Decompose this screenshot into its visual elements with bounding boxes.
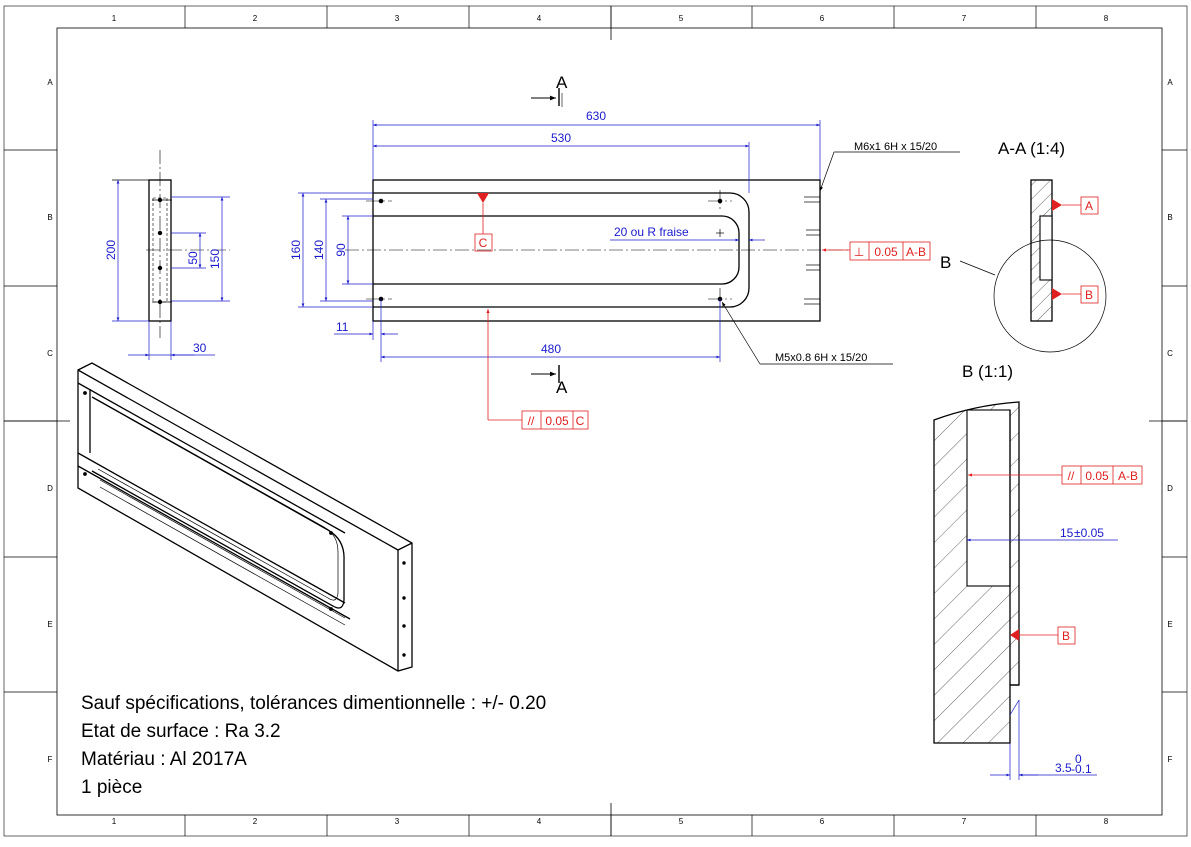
- zone-col-5-bottom: 5: [679, 817, 684, 826]
- zone-col-4: 4: [537, 14, 542, 23]
- zone-row-a: A: [47, 78, 53, 87]
- fcf-perpendicularity: ⊥ 0.05 A-B: [822, 241, 931, 261]
- dim-detail-3-5-lower: -0.1: [1071, 762, 1092, 776]
- zone-row-e-right: E: [1167, 620, 1172, 629]
- zone-col-2: 2: [253, 14, 258, 23]
- zone-row-b: B: [47, 213, 52, 222]
- side-view: 200 150 50 30: [104, 150, 230, 360]
- zone-row-f: F: [48, 755, 53, 764]
- zone-row-b-right: B: [1167, 213, 1172, 222]
- fcf-par-ab-value: 0.05: [1085, 469, 1109, 483]
- zone-row-e: E: [47, 620, 52, 629]
- dim-side-50: 50: [186, 251, 200, 265]
- isometric-view: [77, 362, 413, 672]
- fcf-par-ab-ref: A-B: [1118, 469, 1138, 483]
- fcf-perp-symbol: ⊥: [854, 245, 864, 259]
- zone-col-8: 8: [1104, 14, 1109, 23]
- zone-col-7-bottom: 7: [962, 817, 967, 826]
- zone-col-7: 7: [962, 14, 967, 23]
- detail-view-b: B (1:1) 15 ±0.05 3.5 0 -0.1 // 0.05 A-B: [933, 362, 1143, 780]
- dim-detail-15: 15: [1060, 526, 1074, 540]
- section-letter-bottom: A: [556, 378, 568, 397]
- dim-side-150: 150: [208, 249, 222, 269]
- detail-title: B (1:1): [962, 362, 1013, 381]
- section-view-aa: A-A (1:4) B A B: [940, 139, 1107, 353]
- datum-c: C: [479, 236, 488, 250]
- datum-b-detail: B: [1062, 629, 1070, 643]
- dim-11: 11: [336, 320, 349, 334]
- zone-col-3-bottom: 3: [395, 817, 400, 826]
- section-letter-top: A: [556, 73, 568, 92]
- dim-630: 630: [586, 109, 606, 123]
- zone-col-4-bottom: 4: [537, 817, 542, 826]
- callout-thread-m6: M6x1 6H x 15/20: [854, 141, 937, 153]
- dim-140: 140: [312, 240, 326, 260]
- fcf-par-c-symbol: //: [528, 414, 535, 428]
- fcf-par-ab-symbol: //: [1068, 469, 1075, 483]
- datum-a: A: [1085, 199, 1093, 213]
- dim-160: 160: [289, 240, 303, 260]
- zone-col-6: 6: [820, 14, 825, 23]
- zone-col-5: 5: [679, 14, 684, 23]
- zone-col-1: 1: [112, 14, 117, 23]
- zone-row-c: C: [47, 349, 53, 358]
- detail-letter: B: [940, 253, 951, 272]
- dim-480: 480: [541, 342, 561, 356]
- datum-b: B: [1085, 288, 1093, 302]
- fcf-perp-ref: A-B: [906, 245, 926, 259]
- dim-detail-3-5: 3.5: [1055, 761, 1072, 775]
- zone-col-6-bottom: 6: [820, 817, 825, 826]
- zone-row-d-right: D: [1167, 484, 1173, 493]
- general-notes: Sauf spécifications, tolérances dimentio…: [81, 693, 546, 798]
- section-mark-bottom: A: [531, 365, 568, 397]
- fcf-parallelism-c: // 0.05 C: [486, 309, 589, 430]
- fcf-parallelism-ab: // 0.05 A-B: [968, 465, 1143, 485]
- section-mark-top: A: [531, 73, 568, 106]
- dim-90: 90: [334, 243, 348, 257]
- zone-col-2-bottom: 2: [253, 817, 258, 826]
- tapped-holes-right: [804, 196, 820, 305]
- dim-side-30: 30: [193, 341, 207, 355]
- side-view-holes: [152, 197, 172, 305]
- sheet-frame: 1 2 3 4 5 6 7 8 1 2 3 4 5 6 7 8 A B C D …: [3, 5, 1188, 837]
- dim-slot-radius: 20 ou R fraise: [614, 225, 689, 239]
- note-material: Matériau : Al 2017A: [81, 749, 247, 770]
- zone-col-3: 3: [395, 14, 400, 23]
- note-surface: Etat de surface : Ra 3.2: [81, 721, 281, 742]
- dim-side-200: 200: [104, 240, 118, 260]
- dim-530: 530: [551, 131, 571, 145]
- zone-row-a-right: A: [1167, 78, 1173, 87]
- fcf-par-c-value: 0.05: [545, 414, 569, 428]
- front-view-holes: [366, 190, 732, 310]
- zone-row-f-right: F: [1168, 755, 1173, 764]
- note-tolerances: Sauf spécifications, tolérances dimentio…: [81, 693, 546, 714]
- zone-row-c-right: C: [1167, 349, 1173, 358]
- section-title: A-A (1:4): [998, 139, 1065, 158]
- zone-col-1-bottom: 1: [112, 817, 117, 826]
- zone-col-8-bottom: 8: [1104, 817, 1109, 826]
- fcf-perp-value: 0.05: [874, 245, 898, 259]
- fcf-par-c-ref: C: [576, 414, 585, 428]
- note-quantity: 1 pièce: [81, 777, 142, 798]
- dim-detail-15-tol: ±0.05: [1074, 526, 1104, 540]
- dim-detail-3-5-upper: 0: [1075, 752, 1082, 766]
- callout-thread-m5: M5x0.8 6H x 15/20: [775, 352, 867, 364]
- front-view: A A 630 530 480 11 160 140: [289, 73, 960, 430]
- zone-row-d: D: [47, 484, 53, 493]
